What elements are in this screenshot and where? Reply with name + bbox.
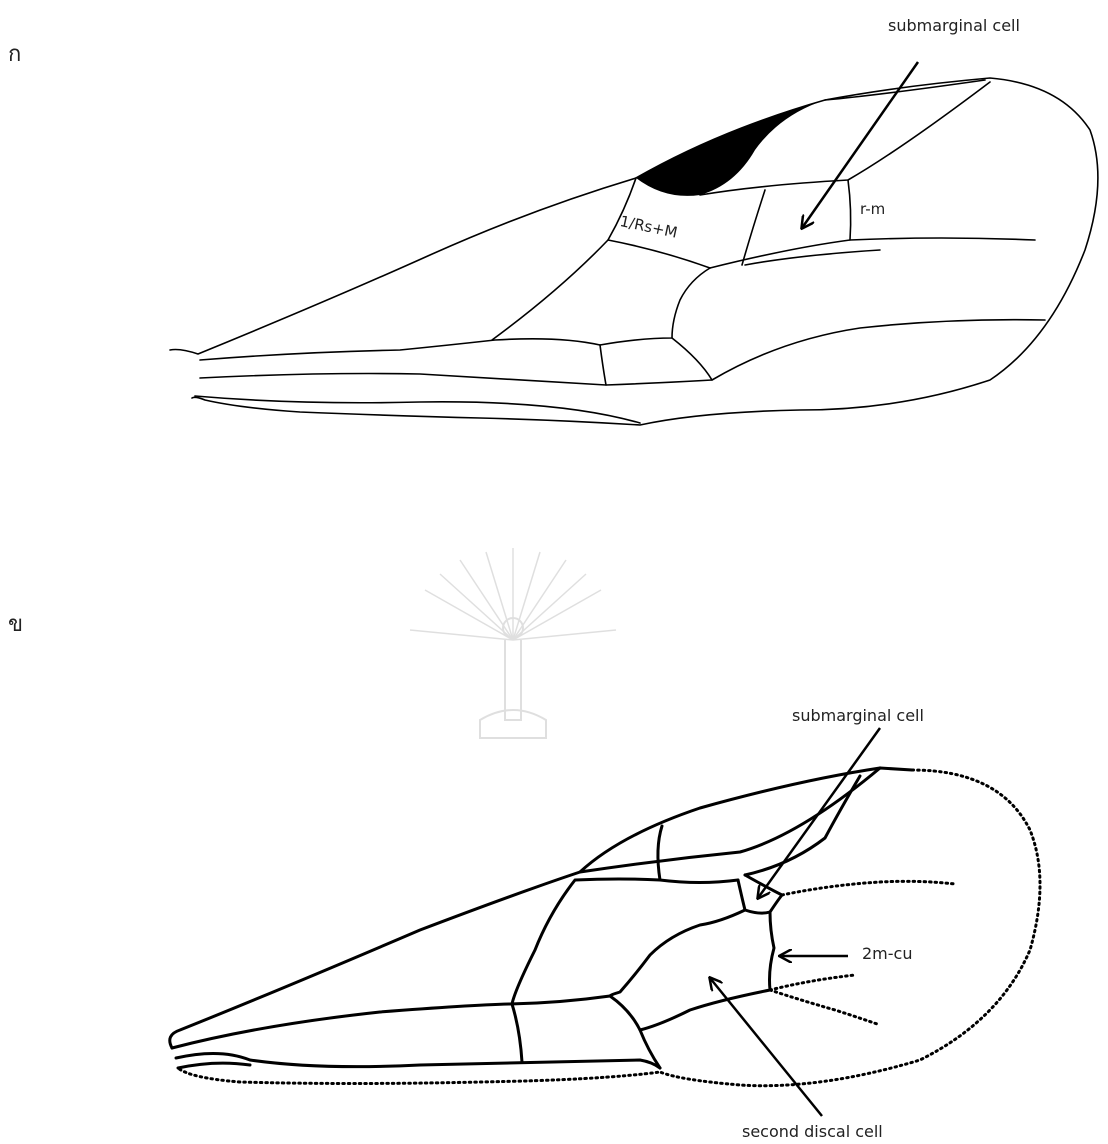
panel-a-wing	[170, 78, 1098, 425]
panel-b-basal-vein-1	[172, 996, 610, 1048]
panel-b-outer-vein-1	[782, 881, 955, 895]
panel-a-pterostigma	[636, 100, 825, 196]
panel-a-apical-vein	[712, 320, 1045, 380]
panel-a-radial-vein	[825, 80, 985, 100]
panel-a-submarginal-arrow	[802, 62, 918, 228]
watermark-seal	[410, 548, 616, 738]
panel-b-submarginal-arrow	[758, 728, 880, 898]
panel-b-dotted-margin	[178, 770, 1040, 1086]
panel-b-discal-vein	[610, 910, 745, 996]
panel-b-cu-vein	[610, 996, 660, 1068]
panel-b-discal-arrow	[710, 978, 822, 1116]
panel-a-discal-vein	[600, 268, 710, 345]
panel-a-r-m-vein	[848, 180, 851, 240]
panel-a-cross-vein-1	[742, 190, 765, 265]
panel-a-m-cu-vein	[492, 240, 608, 340]
panel-a-m-vein	[710, 238, 1035, 268]
panel-a-costal-margin	[170, 78, 1098, 425]
panel-b-costal-margin	[170, 768, 912, 1048]
panel-a-cell-box	[600, 338, 712, 385]
panel-b-wing	[170, 768, 1040, 1086]
panel-b-basal-vein-3	[178, 1063, 250, 1068]
panel-a-basal-vein-2	[200, 374, 606, 386]
panel-a-basal-vein-1	[200, 339, 600, 360]
panel-b-outer-vein-2	[770, 990, 880, 1025]
panel-b-2m-cu-vein	[640, 912, 774, 1030]
panel-b-outer-vein-3	[770, 975, 855, 990]
panel-a-cu-vein	[745, 250, 880, 265]
